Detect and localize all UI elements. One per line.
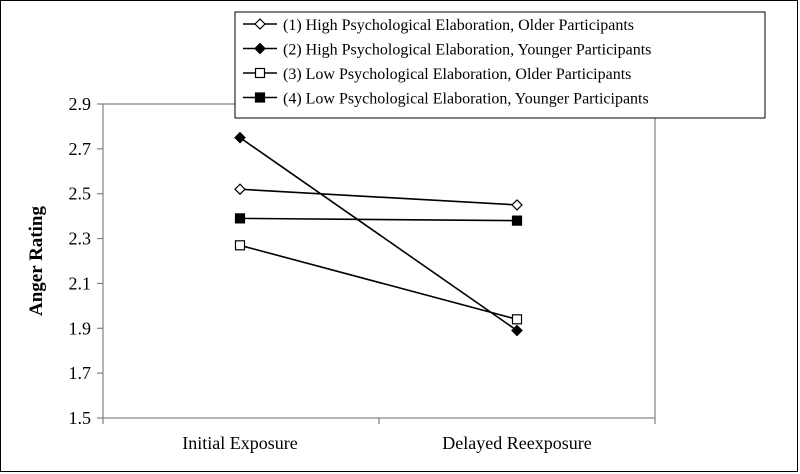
legend-marker	[254, 92, 266, 103]
legend-label: (3) Low Psychological Elaboration, Older…	[283, 66, 631, 83]
series-layer	[234, 131, 523, 337]
x-tick-labels: Initial Exposure Delayed Reexposure	[182, 433, 591, 453]
legend-label: (2) High Psychological Elaboration, Youn…	[283, 42, 651, 59]
data-point	[511, 324, 523, 337]
legend-marker	[254, 67, 266, 79]
legend-item: (2) High Psychological Elaboration, Youn…	[243, 42, 651, 59]
y-tick-label: 2.3	[69, 229, 92, 249]
legend-marker	[254, 42, 266, 55]
x-tick-label: Initial Exposure	[182, 433, 297, 453]
legend-item: (1) High Psychological Elaboration, Olde…	[243, 17, 634, 34]
y-axis-label: Anger Rating	[26, 206, 47, 316]
y-tick-label: 2.1	[69, 273, 92, 293]
legend-box	[234, 11, 766, 119]
y-tick-label: 1.7	[69, 363, 92, 383]
series-line	[239, 217, 518, 222]
legend-item: (3) Low Psychological Elaboration, Older…	[243, 66, 631, 83]
data-point	[234, 213, 246, 224]
legend-marker	[254, 18, 266, 30]
y-tick-label: 1.5	[69, 408, 92, 428]
axes	[97, 103, 656, 424]
plot-area-border	[102, 103, 656, 419]
series-1	[234, 183, 523, 211]
legend: (1) High Psychological Elaboration, Olde…	[234, 11, 766, 119]
y-tick-label: 2.9	[69, 94, 92, 114]
y-tick-labels: 1.5 1.7 1.9 2.1 2.3 2.5 2.7 2.9	[69, 94, 92, 428]
y-tick-label: 1.9	[69, 318, 92, 338]
data-point	[511, 314, 523, 325]
data-point	[234, 131, 246, 144]
series-line	[239, 244, 518, 321]
legend-label: (4) Low Psychological Elaboration, Young…	[283, 91, 649, 108]
y-tick-label: 2.7	[69, 139, 92, 159]
series-4	[234, 213, 523, 226]
data-point	[234, 183, 246, 196]
x-tick-label: Delayed Reexposure	[442, 433, 591, 453]
series-line	[239, 188, 518, 206]
legend-label: (1) High Psychological Elaboration, Olde…	[283, 17, 634, 34]
data-point	[511, 215, 523, 226]
series-line	[239, 136, 518, 332]
data-point	[234, 240, 246, 251]
y-tick-label: 2.5	[69, 184, 92, 204]
series-2	[234, 131, 523, 337]
series-3	[234, 240, 523, 325]
data-point	[511, 199, 523, 211]
legend-item: (4) Low Psychological Elaboration, Young…	[243, 91, 649, 108]
